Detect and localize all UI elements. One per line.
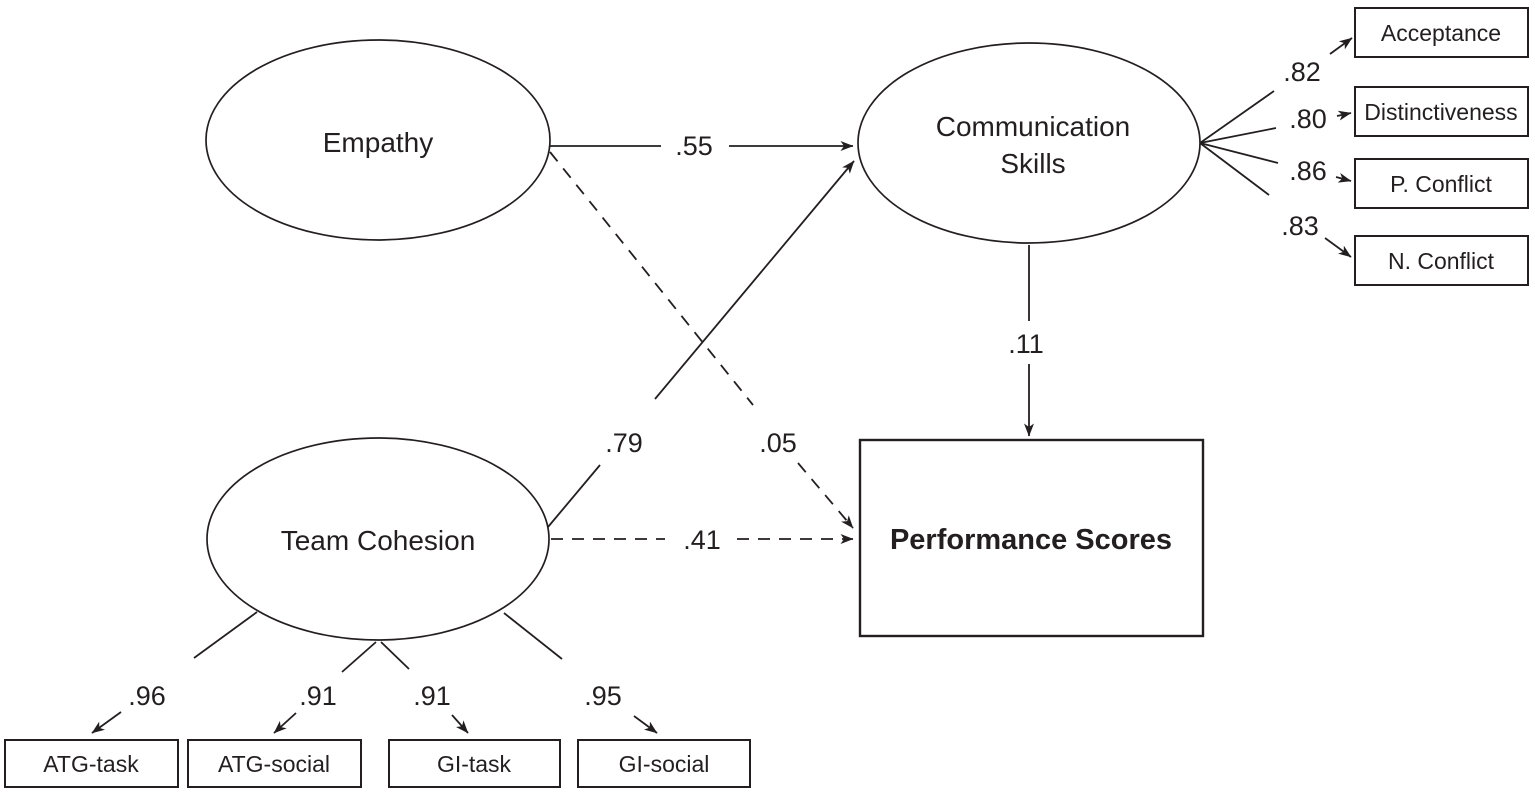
coefficient-empathy-performance: .05 [759, 428, 797, 458]
indicator-acceptance: Acceptance [1354, 7, 1529, 58]
loading-atg-task: .96 [91, 611, 258, 734]
coefficient-communication-performance: .11 [1008, 329, 1044, 359]
loading-distinctiveness: .80 [1199, 104, 1352, 144]
loading-value-distinctiveness: .80 [1289, 104, 1327, 134]
path-cohesion-to-performance: .41 [551, 525, 854, 555]
node-empathy-label: Empathy [323, 127, 434, 158]
loading-value-n-conflict: .83 [1281, 211, 1319, 241]
path-empathy-to-communication: .55 [550, 131, 854, 161]
coefficient-cohesion-communication: .79 [605, 428, 643, 458]
loading-value-atg-social: .91 [299, 681, 337, 711]
node-team-cohesion: Team Cohesion [206, 437, 550, 641]
indicator-gi-social-label: GI-social [619, 751, 710, 777]
indicator-n-conflict-label: N. Conflict [1388, 248, 1495, 274]
node-team-cohesion-label: Team Cohesion [281, 525, 476, 556]
loading-value-acceptance: .82 [1283, 57, 1321, 87]
node-empathy: Empathy [205, 39, 551, 241]
path-communication-to-performance: .11 [1008, 245, 1044, 437]
loading-value-gi-social: .95 [584, 681, 622, 711]
indicator-acceptance-label: Acceptance [1381, 20, 1501, 46]
loading-value-atg-task: .96 [128, 681, 166, 711]
indicator-gi-social: GI-social [577, 739, 751, 788]
loading-value-gi-task: .91 [413, 681, 451, 711]
loading-n-conflict: .83 [1199, 142, 1352, 258]
node-communication-label-line1: Communication [936, 111, 1131, 142]
indicator-distinctiveness-label: Distinctiveness [1364, 99, 1517, 125]
loading-gi-social: .95 [503, 612, 658, 734]
coefficient-cohesion-performance: .41 [683, 525, 721, 555]
loading-p-conflict: .86 [1199, 142, 1352, 186]
indicator-atg-task: ATG-task [4, 739, 179, 788]
indicator-n-conflict: N. Conflict [1354, 235, 1529, 286]
node-performance-label: Performance Scores [890, 524, 1172, 556]
path-cohesion-to-communication: .79 [547, 160, 855, 528]
path-empathy-to-performance: .05 [549, 151, 854, 529]
indicator-p-conflict-label: P. Conflict [1390, 171, 1492, 197]
node-performance-scores: Performance Scores [858, 438, 1205, 638]
indicator-atg-task-label: ATG-task [43, 751, 139, 777]
loading-atg-social: .91 [273, 641, 377, 734]
loading-acceptance: .82 [1199, 37, 1353, 144]
coefficient-empathy-communication: .55 [675, 131, 713, 161]
node-communication-label-line2: Skills [1000, 148, 1065, 179]
indicator-p-conflict: P. Conflict [1354, 158, 1529, 209]
indicator-gi-task-label: GI-task [437, 751, 512, 777]
indicator-gi-task: GI-task [388, 739, 561, 788]
indicator-distinctiveness: Distinctiveness [1354, 86, 1529, 137]
indicator-atg-social: ATG-social [187, 739, 362, 788]
node-communication-skills: Communication Skills [857, 42, 1201, 244]
loading-value-p-conflict: .86 [1289, 156, 1327, 186]
loading-gi-task: .91 [380, 641, 469, 734]
indicator-atg-social-label: ATG-social [218, 751, 330, 777]
